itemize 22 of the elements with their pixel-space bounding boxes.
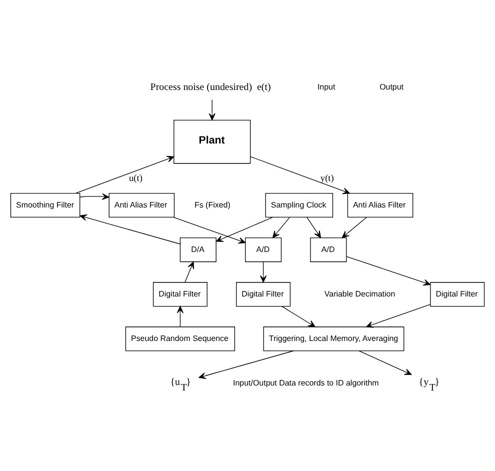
arrow bbox=[176, 306, 184, 328]
arrow bbox=[260, 261, 267, 283]
arrow bbox=[173, 216, 246, 244]
arrow bbox=[216, 216, 273, 242]
arrow bbox=[184, 261, 194, 283]
node-box: Plant bbox=[174, 120, 251, 164]
arrow bbox=[366, 304, 431, 328]
arrow bbox=[358, 350, 412, 375]
arrow bbox=[80, 214, 180, 244]
edge-label: u(t) bbox=[129, 174, 142, 184]
arrow bbox=[306, 216, 322, 238]
arrow bbox=[80, 193, 110, 200]
node-text: Process noise (undesired) e(t) bbox=[150, 82, 271, 93]
arrow bbox=[198, 350, 294, 379]
arrow bbox=[76, 156, 174, 194]
arrow bbox=[208, 99, 216, 120]
arrow bbox=[281, 306, 316, 328]
edge-label: y(t) bbox=[320, 174, 334, 184]
arrow bbox=[342, 216, 367, 238]
arrow bbox=[250, 156, 350, 194]
arrow bbox=[346, 256, 431, 286]
arrow bbox=[272, 216, 290, 238]
